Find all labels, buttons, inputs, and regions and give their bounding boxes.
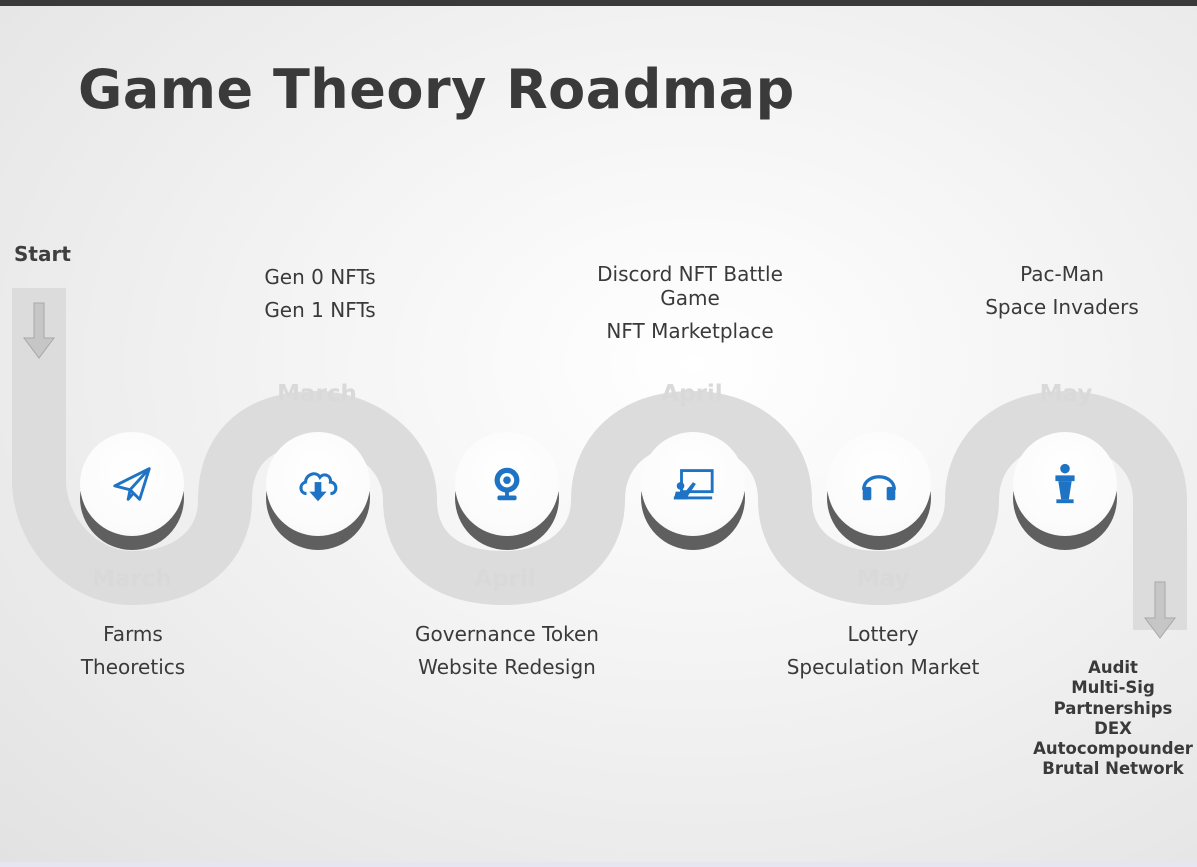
bottom-bar [0, 862, 1197, 867]
milestone-item: Governance Token [415, 622, 599, 646]
milestone-item: Gen 1 NFTs [264, 298, 376, 322]
milestone-1-label: Farms Theoretics [13, 622, 253, 688]
webcam-icon [494, 467, 520, 501]
final-item: DEX [1094, 718, 1132, 738]
paper-plane-icon [113, 467, 151, 501]
final-item: Autocompounder [1033, 739, 1193, 759]
presentation-board-icon [673, 469, 714, 500]
milestone-1 [80, 432, 184, 552]
end-arrow-icon [1144, 581, 1176, 639]
milestone-item: Gen 0 NFTs [264, 265, 376, 289]
milestone-item: NFT Marketplace [606, 319, 774, 343]
path-month-top-2: April [661, 381, 723, 407]
path-month-bottom-2: April [474, 566, 536, 592]
milestone-4 [641, 432, 745, 552]
milestone-3-label: Governance Token Website Redesign [387, 622, 627, 688]
start-label: Start [14, 242, 71, 266]
headphones-icon [861, 475, 897, 501]
cloud-download-icon [299, 472, 338, 502]
milestone-item: Theoretics [80, 655, 186, 679]
serpentine-road [12, 391, 1187, 630]
final-item: Brutal Network [1042, 759, 1184, 779]
milestone-2-label: Gen 0 NFTs Gen 1 NFTs [200, 265, 440, 331]
milestone-item: Pac-Man [1020, 262, 1104, 286]
final-item: Multi-Sig [1071, 678, 1155, 698]
milestone-2 [266, 432, 370, 552]
page-title: Game Theory Roadmap [78, 58, 795, 121]
milestone-6 [1013, 432, 1117, 552]
start-arrow-icon [23, 302, 55, 359]
final-item: Audit [1088, 658, 1138, 677]
speaker-podium-icon [1055, 463, 1075, 504]
path-month-bottom-1: March [92, 566, 172, 592]
milestone-item: Website Redesign [418, 655, 596, 679]
milestone-4-label: Discord NFT Battle Game NFT Marketplace [585, 262, 795, 352]
milestone-5-label: Lottery Speculation Market [763, 622, 1003, 688]
milestone-item: Lottery [847, 622, 919, 646]
milestone-6-label: Pac-Man Space Invaders [942, 262, 1182, 328]
path-month-top-1: March [277, 381, 357, 407]
milestone-item: Discord NFT Battle Game [597, 262, 783, 310]
milestone-5 [827, 432, 931, 552]
final-items-list: Audit Multi-Sig Partnerships DEX Autocom… [1025, 658, 1197, 780]
path-month-bottom-3: May [856, 566, 910, 592]
milestone-item: Speculation Market [786, 655, 980, 679]
final-item: Partnerships [1053, 698, 1173, 718]
path-month-top-3: May [1039, 381, 1093, 407]
top-bar [0, 0, 1197, 6]
milestone-item: Farms [103, 622, 163, 646]
milestone-3 [455, 432, 559, 552]
milestone-item: Space Invaders [985, 295, 1139, 319]
